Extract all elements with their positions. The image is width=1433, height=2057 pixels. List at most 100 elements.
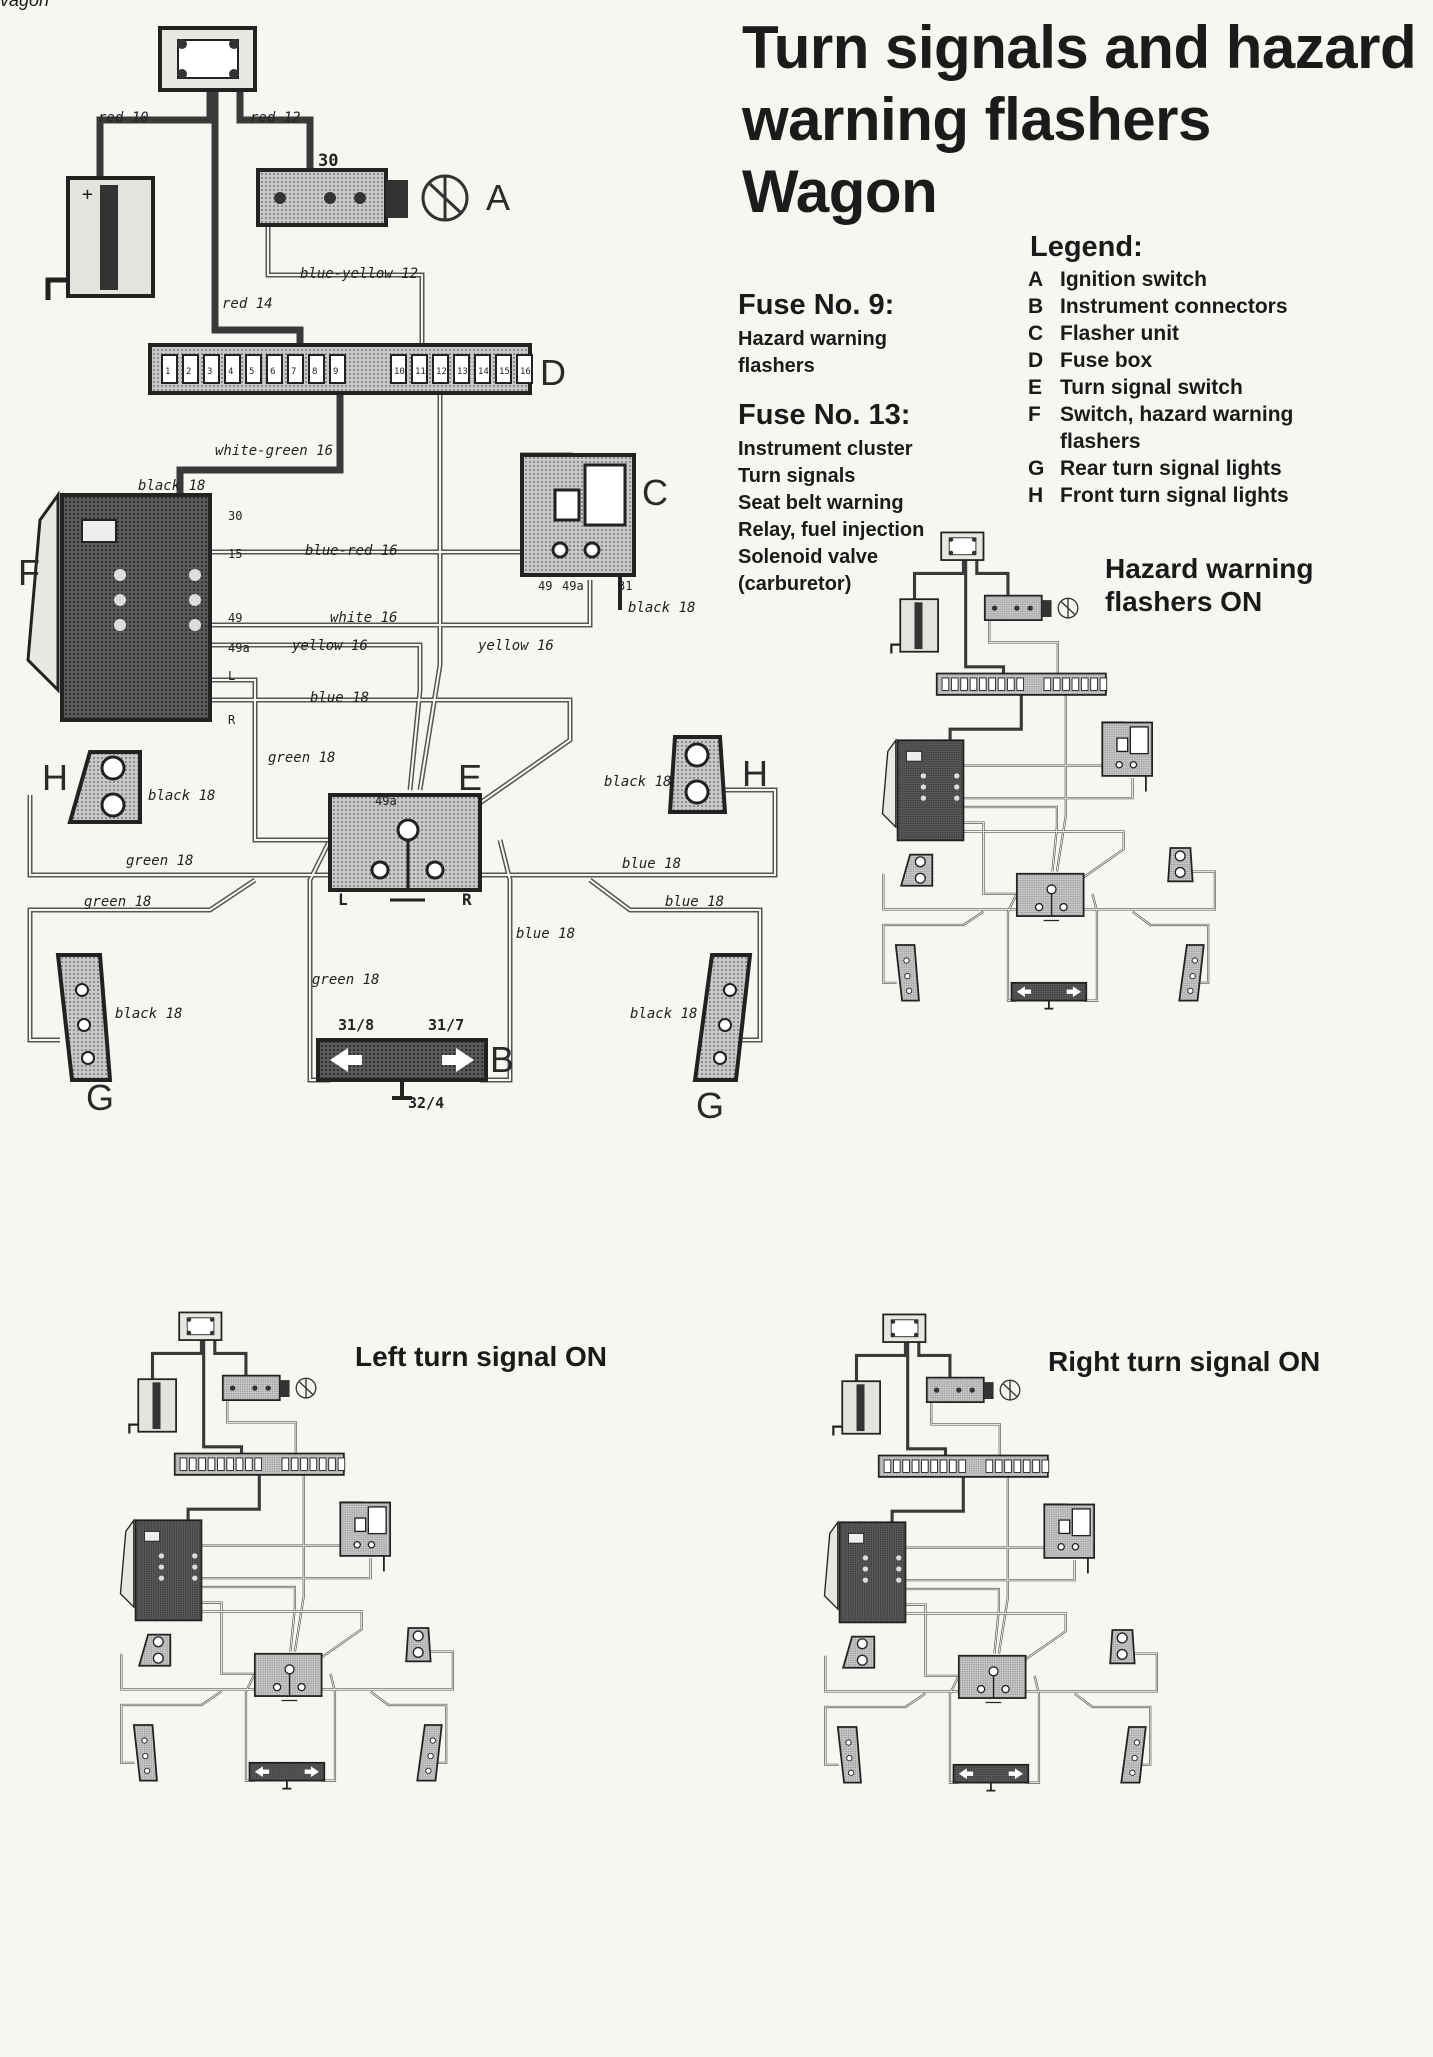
fuse-row	[941, 677, 1108, 691]
instrument-connector	[952, 1763, 1030, 1792]
fuse-slot	[911, 1459, 920, 1473]
fuse-slot	[930, 1459, 938, 1473]
svg-text:black 18: black 18	[628, 600, 695, 616]
fuse-slot	[892, 1459, 901, 1473]
fuse-slot	[329, 354, 346, 384]
rear-light-right: G	[692, 953, 753, 1126]
fuse-slot	[997, 677, 1006, 691]
label-E: E	[458, 757, 482, 798]
fuse-13-heading: Fuse No. 13:	[738, 399, 911, 431]
instrument-connector	[1010, 981, 1088, 1010]
rear-light-right	[1120, 1726, 1147, 1784]
title-line-3: Wagon	[742, 158, 938, 225]
fuse-slot	[453, 354, 470, 384]
left-turn-caption: Left turn signal ON	[355, 1341, 607, 1372]
fuse-slot	[328, 1457, 336, 1471]
fuse-number: 3	[207, 367, 212, 377]
fuse-slot	[960, 677, 968, 691]
front-light-right: H	[667, 735, 768, 814]
hazard-switch	[119, 1518, 203, 1622]
fuse-slot	[1071, 677, 1080, 691]
signal-wires-inner	[120, 1400, 454, 1782]
flasher-unit	[1101, 721, 1154, 792]
ignition-switch: 30 A	[256, 151, 510, 227]
svg-text:R: R	[228, 713, 236, 727]
fuse-slot	[969, 677, 978, 691]
fuse-slot	[1062, 677, 1070, 691]
svg-text:31/8: 31/8	[338, 1016, 374, 1034]
label-D: D	[540, 352, 566, 393]
svg-text:49: 49	[538, 579, 552, 593]
fuse-slot	[1004, 1459, 1012, 1473]
svg-text:49a: 49a	[375, 794, 397, 808]
title-line-2: warning flashers	[742, 86, 1211, 153]
fuse-slot	[941, 677, 950, 691]
svg-text:green 18: green 18	[268, 750, 335, 766]
fuse-slot	[300, 1457, 308, 1471]
front-light-left	[899, 853, 934, 887]
fuse-slot	[495, 354, 512, 384]
fuse-slot	[516, 354, 533, 384]
battery	[832, 1380, 881, 1436]
fuse-slot	[281, 1457, 290, 1471]
label-H-right: H	[742, 753, 768, 794]
fuse-slot	[432, 354, 449, 384]
hazard-caption: Hazard warning flashers ON	[1105, 553, 1314, 617]
fuse-slot	[958, 1459, 966, 1473]
svg-text:49a: 49a	[562, 579, 584, 593]
fuse-slot	[245, 354, 262, 384]
svg-text:15: 15	[228, 547, 242, 561]
label-B: B	[490, 1039, 514, 1080]
svg-text:black 18: black 18	[148, 788, 215, 804]
turn-signal-switch: E 49a L R	[328, 757, 482, 909]
ignition-switch	[221, 1374, 317, 1402]
fuse-slot	[921, 1459, 929, 1473]
fuse-row	[179, 1457, 346, 1471]
fuse-box	[173, 1452, 346, 1476]
fuse-slot	[1032, 1459, 1040, 1473]
fuse-number: 7	[291, 367, 296, 377]
svg-text:white 16: white 16	[330, 610, 397, 626]
battery	[128, 1378, 177, 1434]
fuse-slot	[1016, 677, 1024, 691]
mini-diagrams	[119, 531, 1216, 1792]
fuse-slot	[224, 354, 241, 384]
svg-text:yellow 16: yellow 16	[477, 638, 554, 654]
front-light-right	[1167, 847, 1194, 883]
fuse-number: 16	[520, 367, 531, 377]
svg-text:30: 30	[228, 509, 242, 523]
label-G-left: G	[86, 1077, 114, 1118]
fuse-slot	[1007, 677, 1015, 691]
fuse-slot	[179, 1457, 188, 1471]
fuse-slot	[203, 354, 220, 384]
turn-signal-switch	[957, 1654, 1027, 1704]
title-line-1: Turn signals and hazard	[742, 14, 1417, 81]
fuse-number: 2	[186, 367, 191, 377]
front-light-left: H	[42, 750, 142, 824]
battery-connector	[940, 531, 985, 561]
svg-text:L: L	[228, 669, 235, 683]
svg-text:black 18: black 18	[604, 774, 671, 790]
fuse-number: 14	[478, 367, 489, 377]
fuse-number: 13	[457, 367, 468, 377]
fuse-slot	[883, 1459, 892, 1473]
svg-text:31/7: 31/7	[428, 1016, 464, 1034]
fuse-row	[883, 1459, 1050, 1473]
svg-text:red 14: red 14	[222, 296, 273, 312]
fuse-slot	[266, 354, 283, 384]
fuse-slot	[902, 1459, 910, 1473]
fuse-slot	[337, 1457, 346, 1471]
label-G-right: G	[696, 1085, 724, 1126]
battery: +	[45, 176, 155, 300]
flasher-unit	[1043, 1503, 1096, 1574]
ignition-switch	[983, 594, 1079, 622]
fuse-slot	[939, 1459, 948, 1473]
fuse-slot	[1090, 677, 1098, 691]
fuse-slot	[287, 354, 304, 384]
fuse-slot	[198, 1457, 206, 1471]
fuse-number: 11	[415, 367, 426, 377]
fuse-slot	[309, 1457, 318, 1471]
front-light-right	[405, 1627, 432, 1663]
